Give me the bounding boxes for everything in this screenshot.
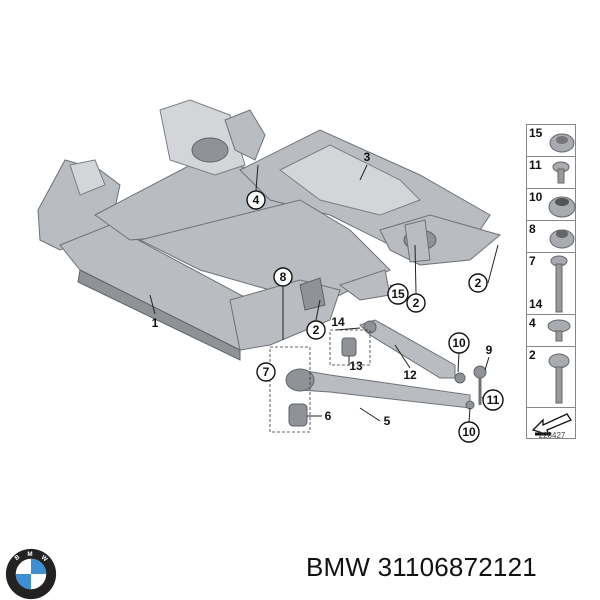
callout-9: 9 — [486, 343, 493, 357]
svg-text:B: B — [13, 554, 21, 563]
drawing-number: 228427 — [538, 431, 566, 440]
callout-6: 6 — [325, 409, 332, 423]
flange-bolt-icon — [548, 353, 570, 404]
svg-text:15: 15 — [391, 287, 405, 301]
callout-7: 7 — [256, 362, 276, 382]
legend-label: 10 — [529, 190, 543, 204]
legend-item-4: 4 — [526, 314, 576, 346]
legend-item-15: 15 — [526, 124, 576, 156]
callout-4: 4 — [246, 190, 266, 210]
legend-item-7-14: 7 14 — [526, 252, 576, 314]
callout-2b: 2 — [406, 293, 426, 313]
legend-label: 11 — [529, 158, 542, 172]
bmw-logo: B M W — [5, 548, 57, 600]
svg-text:5: 5 — [384, 414, 391, 428]
callout-13: 13 — [349, 359, 363, 373]
callout-14: 14 — [331, 315, 345, 329]
svg-text:10: 10 — [452, 336, 466, 350]
part-number-title: BMW 31106872121 — [306, 552, 537, 582]
svg-text:M: M — [27, 551, 32, 558]
flange-nut-icon — [549, 133, 575, 153]
legend-label: 14 — [529, 297, 543, 311]
svg-text:14: 14 — [331, 315, 345, 329]
svg-text:11: 11 — [487, 393, 500, 407]
svg-text:4: 4 — [253, 193, 260, 207]
short-bolt-icon — [552, 161, 570, 184]
svg-text:8: 8 — [280, 270, 287, 284]
legend-item-8: 8 — [526, 220, 576, 252]
svg-text:3: 3 — [364, 150, 371, 164]
callout-10a: 10 — [448, 332, 470, 354]
legend-label: 8 — [529, 222, 536, 236]
svg-text:6: 6 — [325, 409, 332, 423]
callout-2a: 2 — [468, 273, 488, 293]
legend-label: 4 — [529, 316, 536, 330]
callout-2c: 2 — [306, 320, 326, 340]
callout-15: 15 — [387, 283, 409, 305]
svg-text:1: 1 — [152, 316, 159, 330]
callout-8: 8 — [273, 267, 293, 287]
svg-text:2: 2 — [413, 296, 420, 310]
svg-text:12: 12 — [403, 368, 417, 382]
legend-label: 15 — [529, 126, 543, 140]
callout-3: 3 — [364, 150, 371, 164]
svg-text:2: 2 — [313, 323, 320, 337]
legend-direction-box — [526, 407, 576, 439]
legend-label: 7 — [529, 254, 536, 268]
callout-5: 5 — [384, 414, 391, 428]
svg-text:13: 13 — [349, 359, 363, 373]
legend-item-10: 10 — [526, 188, 576, 220]
legend-item-2: 2 — [526, 346, 576, 407]
washer-bolt-icon — [547, 319, 571, 342]
svg-text:2: 2 — [475, 276, 482, 290]
svg-text:W: W — [40, 554, 49, 563]
callout-1: 1 — [152, 316, 159, 330]
front-subframe-drawing — [37, 99, 502, 433]
lock-nut-icon — [548, 196, 576, 218]
svg-text:9: 9 — [486, 343, 493, 357]
legend-label: 2 — [529, 348, 536, 362]
callouts: 1 2 2 2 3 4 5 6 7 8 9 10 10 11 12 13 14 … — [152, 150, 504, 443]
fastener-legend: 15 11 10 8 7 14 4 2 — [526, 124, 576, 439]
direction-arrow-icon — [531, 413, 572, 437]
callout-12: 12 — [403, 368, 417, 382]
long-bolt-icon — [550, 255, 568, 313]
hex-nut-icon — [549, 229, 575, 249]
callout-11: 11 — [482, 389, 504, 411]
svg-text:10: 10 — [462, 425, 476, 439]
legend-item-11: 11 — [526, 156, 576, 188]
callout-10b: 10 — [458, 421, 480, 443]
svg-text:7: 7 — [263, 365, 270, 379]
